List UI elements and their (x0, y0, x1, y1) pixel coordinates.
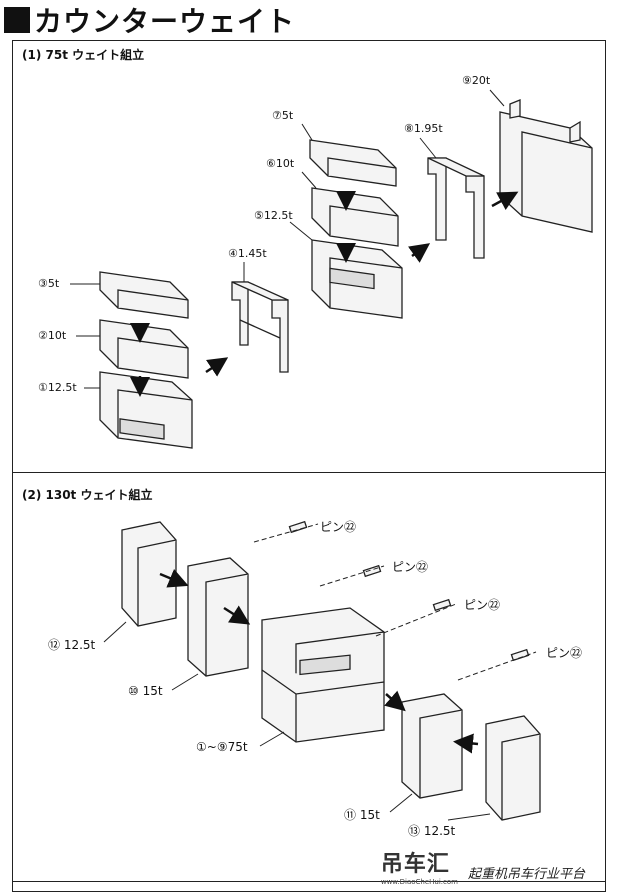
label-weight-3: ③5t (38, 277, 60, 290)
label-weight-5: ⑤12.5t (254, 209, 293, 222)
label-weight-11: ⑪ 15t (344, 808, 380, 822)
label-pin-1: ピン㉒ (320, 520, 357, 534)
title-text: カウンターウェイト (34, 5, 296, 38)
weight-7-block (309, 139, 397, 187)
label-pin-2: ピン㉒ (392, 560, 429, 574)
weight-5-block (311, 239, 403, 319)
label-weight-1-to-9: ①~⑨75t (196, 740, 248, 754)
section-1-heading: (1) 75t ウェイト組立 (22, 48, 145, 62)
frame-4 (231, 281, 289, 373)
weight-75t-assembly (261, 607, 385, 743)
label-weight-10: ⑩ 15t (128, 684, 163, 698)
page-title: カウンターウェイト (4, 2, 295, 38)
pin-4 (510, 648, 530, 662)
weight-10-block (187, 557, 249, 677)
section-2-heading: (2) 130t ウェイト組立 (22, 488, 153, 502)
weight-12-block (121, 521, 177, 627)
weight-6-block (311, 187, 399, 247)
label-weight-9: ⑨20t (462, 74, 491, 87)
label-weight-12: ⑫ 12.5t (48, 638, 96, 652)
weight-3-block (99, 271, 189, 319)
watermark-slogan: 起重机吊车行业平台 (467, 867, 585, 882)
weight-2-block (99, 319, 189, 379)
label-pin-3: ピン㉒ (464, 598, 501, 612)
label-weight-1: ①12.5t (38, 381, 77, 394)
label-weight-6: ⑥10t (266, 157, 295, 170)
bottom-divider (12, 881, 606, 882)
label-pin-4: ピン㉒ (546, 646, 583, 660)
weight-13-block (485, 715, 541, 821)
section-divider (12, 472, 606, 473)
pin-2 (362, 564, 382, 578)
watermark-url: www.DiaoCheHui.com (380, 878, 458, 886)
frame-8 (427, 157, 485, 259)
pin-3 (432, 598, 452, 612)
watermark: 吊车汇 www.DiaoCheHui.com 起重机吊车行业平台 (381, 846, 585, 886)
weight-1-block (99, 371, 193, 449)
weight-11-block (401, 693, 463, 799)
weight-9-block (499, 99, 593, 233)
label-weight-2: ②10t (38, 329, 67, 342)
label-weight-7: ⑦5t (272, 109, 294, 122)
watermark-logo: 吊车汇 (380, 852, 450, 877)
label-weight-4: ④1.45t (228, 247, 267, 260)
pin-1 (288, 520, 308, 534)
label-weight-13: ⑬ 12.5t (408, 824, 456, 838)
title-square-icon (4, 7, 30, 33)
label-weight-8: ⑧1.95t (404, 122, 443, 135)
